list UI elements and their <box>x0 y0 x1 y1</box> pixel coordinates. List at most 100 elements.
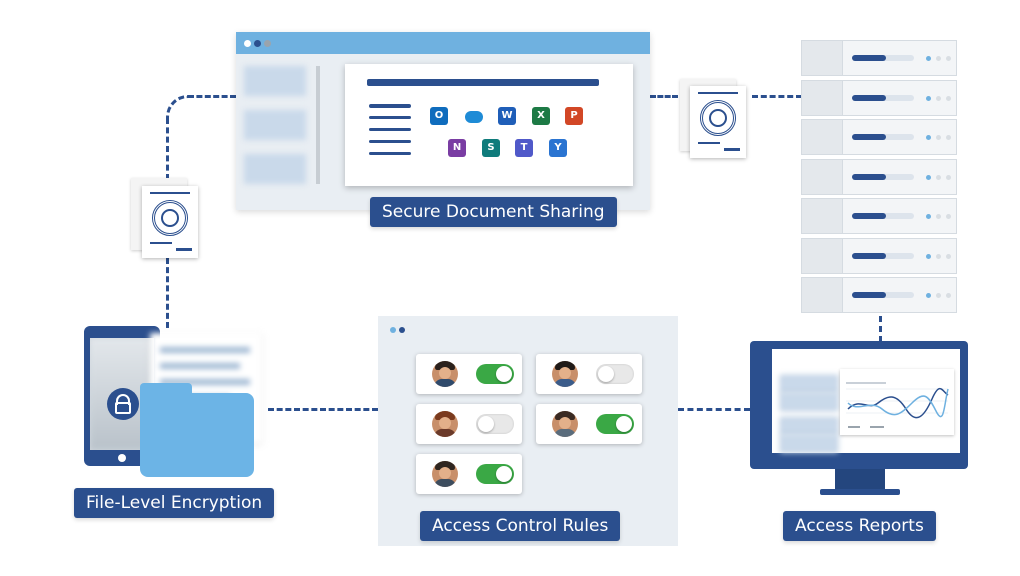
report-tile[interactable] <box>780 417 838 435</box>
report-tile[interactable] <box>780 375 838 393</box>
fingerprint-icon <box>152 200 188 236</box>
server-unit <box>801 158 957 195</box>
window-dot <box>254 40 261 47</box>
server-unit <box>801 237 957 274</box>
server-unit <box>801 79 957 116</box>
card-text-line <box>369 140 411 143</box>
card-text-line <box>369 104 411 108</box>
fingerprint-icon <box>700 100 736 136</box>
server-unit <box>801 277 957 313</box>
report-sidebar <box>758 349 772 453</box>
status-led <box>936 95 941 101</box>
sharepoint-icon[interactable]: S <box>482 139 500 157</box>
panel-dot <box>390 327 396 333</box>
doc-line <box>150 192 190 194</box>
status-led <box>946 214 951 219</box>
status-led <box>936 214 941 219</box>
report-tile[interactable] <box>780 393 838 411</box>
access-rule-card <box>416 354 522 394</box>
server-unit <box>801 198 957 234</box>
onedrive-icon[interactable] <box>465 111 483 123</box>
status-led <box>926 253 931 259</box>
card-text-line <box>369 116 411 119</box>
status-led <box>926 56 931 61</box>
connector-panel-monitor <box>678 408 750 411</box>
status-led <box>936 253 941 259</box>
avatar <box>432 411 458 437</box>
report-graph-lines <box>846 382 949 428</box>
access-toggle[interactable] <box>596 414 634 434</box>
status-led <box>946 95 951 101</box>
connector-left-vertical-top <box>166 118 169 180</box>
access-control-panel <box>378 316 678 546</box>
status-led <box>946 174 951 180</box>
report-graph <box>840 369 954 435</box>
panel-dot <box>399 327 405 333</box>
connector-left-vertical-bottom <box>166 258 169 328</box>
monitor <box>750 341 968 469</box>
status-led <box>936 135 941 140</box>
status-led <box>946 293 951 298</box>
status-led <box>926 174 931 180</box>
powerpoint-icon[interactable]: P <box>565 107 583 125</box>
file-thumbnail[interactable] <box>244 154 306 184</box>
outlook-icon[interactable]: O <box>430 107 448 125</box>
status-led <box>946 135 951 140</box>
status-led <box>926 95 931 101</box>
doc-line <box>698 142 720 144</box>
file-thumbnail[interactable] <box>244 66 306 96</box>
lock-icon <box>107 388 139 420</box>
monitor-screen <box>758 349 960 453</box>
encryption-label: File-Level Encryption <box>74 488 275 518</box>
window-dot <box>244 40 251 47</box>
access-reports-label: Access Reports <box>783 511 936 541</box>
status-led <box>926 293 931 298</box>
avatar <box>432 461 458 487</box>
access-toggle[interactable] <box>476 364 514 384</box>
connector-server-monitor <box>879 316 882 342</box>
connector-doc-server <box>752 95 802 98</box>
status-led <box>936 174 941 180</box>
file-thumbnail[interactable] <box>244 110 306 140</box>
folder-icon[interactable] <box>140 393 254 477</box>
fingerprint-document <box>690 86 746 158</box>
yammer-icon[interactable]: Y <box>549 139 567 157</box>
window-scrollbar[interactable] <box>316 66 320 184</box>
connector-window-left <box>188 95 236 98</box>
phone-home-button[interactable] <box>118 454 126 462</box>
access-toggle[interactable] <box>476 414 514 434</box>
access-rule-card <box>536 354 642 394</box>
status-led <box>946 56 951 61</box>
access-toggle[interactable] <box>476 464 514 484</box>
status-led <box>936 56 941 61</box>
doc-line <box>724 148 740 151</box>
doc-line <box>150 242 172 244</box>
word-icon[interactable]: W <box>498 107 516 125</box>
excel-icon[interactable]: X <box>532 107 550 125</box>
connector-corner <box>166 95 190 119</box>
card-header-bar <box>367 79 599 86</box>
card-text-line <box>369 152 411 155</box>
access-rule-card <box>416 454 522 494</box>
doc-line <box>698 92 738 94</box>
monitor-base <box>820 489 900 495</box>
report-tile[interactable] <box>780 435 838 453</box>
status-led <box>936 293 941 298</box>
access-rules-label: Access Control Rules <box>420 511 621 541</box>
window-titlebar <box>236 32 650 54</box>
doc-line <box>176 248 192 251</box>
status-led <box>946 253 951 259</box>
onenote-icon[interactable]: N <box>448 139 466 157</box>
status-led <box>926 214 931 219</box>
fingerprint-document <box>142 186 198 258</box>
avatar <box>552 411 578 437</box>
avatar <box>552 361 578 387</box>
window-dot <box>264 40 271 47</box>
card-text-line <box>369 128 411 131</box>
access-rule-card <box>536 404 642 444</box>
access-toggle[interactable] <box>596 364 634 384</box>
teams-icon[interactable]: T <box>515 139 533 157</box>
server-unit <box>801 119 957 155</box>
